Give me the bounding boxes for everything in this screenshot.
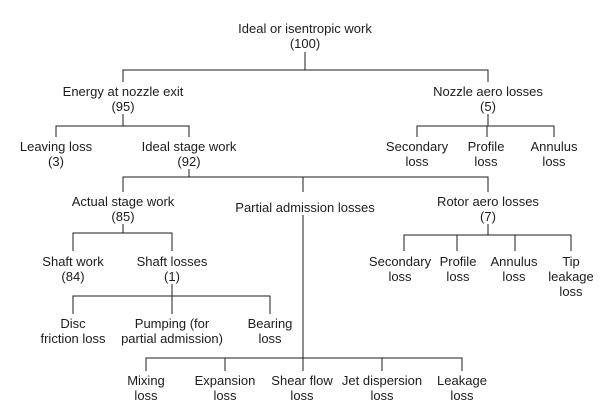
node-rotor-secondary-loss-line2: loss [388,269,412,284]
node-tip-leakage-loss-line2: leakage [548,269,594,284]
node-leakage-loss-line1: Leakage [437,373,487,388]
node-nozzle-annulus-loss: Annulus loss [531,139,578,169]
node-nozzle-profile-loss-line1: Profile [467,139,505,154]
node-pumping-loss-line1: Pumping (for [134,316,210,331]
node-expansion-loss-line2: loss [213,388,237,403]
node-ideal-or-isentropic-work: Ideal or isentropic work (100) [238,21,372,51]
node-jet-dispersion-loss: Jet dispersion loss [342,373,422,403]
node-tip-leakage-loss-line3: loss [559,284,583,299]
node-rotor-annulus-loss: Annulus loss [491,254,538,284]
node-energy-at-nozzle-exit-value: (95) [111,99,135,114]
node-disc-friction-loss-line1: Disc [60,316,86,331]
node-shaft-work-value: (84) [61,269,85,284]
node-actual-stage-work-label: Actual stage work [71,194,175,209]
connector-ideal-stage-to-children [122,169,489,192]
node-bearing-loss: Bearing loss [248,316,293,346]
connector-actual-stage-to-children [72,224,173,251]
node-nozzle-secondary-loss: Secondary loss [386,139,448,169]
node-shaft-losses: Shaft losses (1) [137,254,208,284]
node-nozzle-aero-losses: Nozzle aero losses (5) [433,84,543,114]
node-ideal-or-isentropic-work-label: Ideal or isentropic work [238,21,372,36]
connector-root-to-level1 [122,52,489,82]
node-shaft-work-label: Shaft work [42,254,104,269]
node-expansion-loss: Expansion loss [195,373,256,403]
node-actual-stage-work-value: (85) [111,209,135,224]
connector-energy-to-children [55,114,190,137]
node-nozzle-aero-losses-value: (5) [480,99,496,114]
node-mixing-loss-line1: Mixing [127,373,165,388]
node-rotor-annulus-loss-line2: loss [502,269,526,284]
node-nozzle-aero-losses-label: Nozzle aero losses [433,84,543,99]
node-leaving-loss-value: (3) [48,154,64,169]
node-nozzle-secondary-loss-line2: loss [405,154,429,169]
node-pumping-loss-line2: partial admission) [121,331,223,346]
node-pumping-loss: Pumping (for partial admission) [121,316,223,346]
node-rotor-profile-loss: Profile loss [440,254,477,284]
node-mixing-loss-line2: loss [134,388,158,403]
node-shear-flow-loss: Shear flow loss [271,373,332,403]
node-partial-admission-losses-label: Partial admission losses [235,200,375,215]
node-shear-flow-loss-line1: Shear flow [271,373,333,388]
node-shaft-work: Shaft work (84) [42,254,103,284]
node-bearing-loss-line1: Bearing [247,316,293,331]
node-shaft-losses-label: Shaft losses [136,254,208,269]
node-tip-leakage-loss: Tip leakage loss [548,254,594,299]
connector-nozzle-aero-to-children [416,114,555,137]
node-nozzle-profile-loss-line2: loss [474,154,498,169]
node-shear-flow-loss-line2: loss [290,388,314,403]
node-rotor-secondary-loss-line1: Secondary [368,254,432,269]
node-shaft-losses-value: (1) [164,269,180,284]
node-ideal-stage-work-label: Ideal stage work [141,139,237,154]
node-rotor-aero-losses: Rotor aero losses (7) [437,194,539,224]
node-rotor-profile-loss-line1: Profile [439,254,477,269]
node-jet-dispersion-loss-line1: Jet dispersion [341,373,423,388]
node-rotor-profile-loss-line2: loss [446,269,470,284]
node-leakage-loss-line2: loss [450,388,474,403]
node-nozzle-secondary-loss-line1: Secondary [385,139,449,154]
connector-rotor-aero-to-children [403,224,572,251]
node-rotor-secondary-loss: Secondary loss [369,254,431,284]
node-ideal-stage-work-value: (92) [177,154,201,169]
node-nozzle-profile-loss: Profile loss [468,139,505,169]
node-expansion-loss-line1: Expansion [194,373,256,388]
node-leakage-loss: Leakage loss [437,373,487,403]
node-leaving-loss-label: Leaving loss [19,139,93,154]
connector-shaft-losses-to-children [72,284,271,314]
connector-partial-admission-to-children [145,215,463,371]
node-leaving-loss: Leaving loss (3) [20,139,92,169]
node-ideal-or-isentropic-work-value: (100) [289,36,321,51]
node-actual-stage-work: Actual stage work (85) [72,194,175,224]
node-mixing-loss: Mixing loss [127,373,165,403]
node-energy-at-nozzle-exit: Energy at nozzle exit (95) [63,84,184,114]
node-rotor-annulus-loss-line1: Annulus [490,254,538,269]
node-bearing-loss-line2: loss [258,331,282,346]
node-disc-friction-loss: Disc friction loss [40,316,105,346]
node-partial-admission-losses: Partial admission losses [235,200,374,215]
node-jet-dispersion-loss-line2: loss [370,388,394,403]
node-ideal-stage-work: Ideal stage work (92) [142,139,237,169]
node-energy-at-nozzle-exit-label: Energy at nozzle exit [62,84,184,99]
node-rotor-aero-losses-label: Rotor aero losses [437,194,539,209]
node-tip-leakage-loss-line1: Tip [562,254,580,269]
node-nozzle-annulus-loss-line1: Annulus [530,139,578,154]
node-nozzle-annulus-loss-line2: loss [542,154,566,169]
node-rotor-aero-losses-value: (7) [480,209,496,224]
node-disc-friction-loss-line2: friction loss [40,331,106,346]
